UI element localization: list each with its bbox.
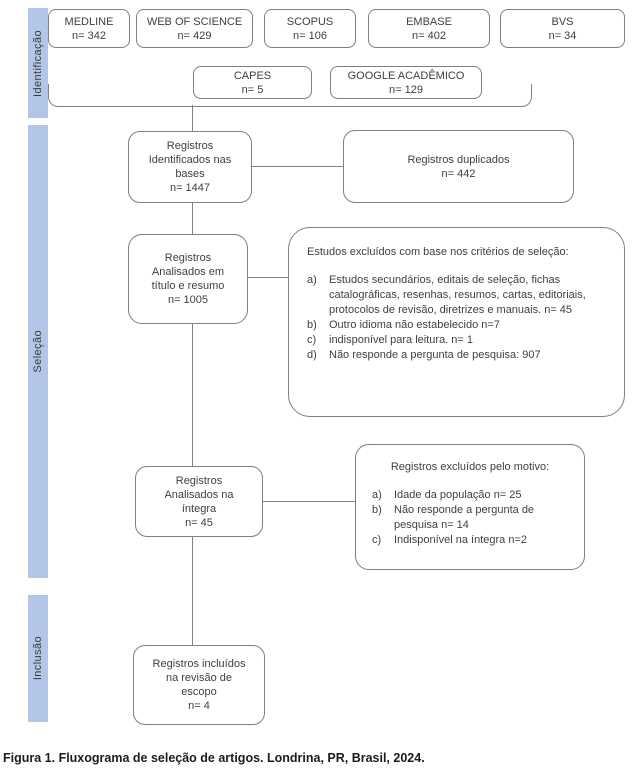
flow-box-duplicates: Registros duplicados n= 442 [343,130,574,203]
source-name: WEB OF SCIENCE [146,15,243,28]
source-box-bvs: BVS n= 34 [500,9,625,48]
stage-bar-identification: Identificação [28,8,48,118]
source-name: BVS [551,15,574,28]
source-count: n= 342 [72,29,106,42]
stage-label-identification: Identificação [32,29,44,97]
item-text: Não responde a pergunta de pesquisa n= 1… [394,504,535,531]
exclusion2-item-b: b) Não responde a pergunta de pesquisa n… [372,503,568,533]
exclusion1-header: Estudos excluídos com base nos critérios… [307,246,569,258]
item-text: Indisponível na íntegra n=2 [394,534,528,546]
source-box-capes: CAPES n= 5 [193,66,312,99]
item-marker: c) [372,534,382,546]
item-marker: d) [307,349,317,361]
source-count: n= 34 [548,29,577,42]
item-text: Idade da população n= 25 [394,489,522,501]
item-text: Não responde a pergunta de pesquisa: 907 [329,349,541,361]
connector-screened-to-exclusion1 [247,277,288,278]
exclusion-box-screening: Estudos excluídos com base nos critérios… [288,227,625,417]
source-box-google-academico: GOOGLE ACADÊMICO n= 129 [330,66,482,99]
source-count: n= 129 [389,83,423,96]
connector-identified-to-duplicates [252,166,343,167]
exclusion1-item-c: c) indisponível para leitura. n= 1 [307,333,608,348]
flow-box-identified: Registros Identificados nas bases n= 144… [128,131,252,203]
source-name: CAPES [233,69,272,82]
source-box-scopus: SCOPUS n= 106 [264,9,356,48]
item-marker: c) [307,334,317,346]
stage-label-inclusion: Inclusão [32,636,44,681]
source-box-embase: EMBASE n= 402 [368,9,490,48]
connector-bracket-to-identified [192,105,193,132]
item-text: Outro idioma não estabelecido n=7 [329,319,500,331]
item-text: indisponível para leitura. n= 1 [329,334,474,346]
source-name: EMBASE [406,15,452,28]
exclusion1-item-a: a) Estudos secundários, editais de seleç… [307,273,608,318]
flow-box-screened: Registros Analisados em título e resumo … [128,234,248,324]
exclusion-box-fulltext: Registros excluídos pelo motivo: a) Idad… [355,444,585,570]
connector-fulltext-to-included [192,536,193,646]
source-name: SCOPUS [286,15,334,28]
exclusion2-item-a: a) Idade da população n= 25 [372,488,568,503]
item-marker: a) [372,489,382,501]
exclusion1-item-d: d) Não responde a pergunta de pesquisa: … [307,348,608,363]
source-box-web-of-science: WEB OF SCIENCE n= 429 [136,9,253,48]
stage-bar-screening: Seleção [28,125,48,578]
source-count: n= 402 [412,29,446,42]
connector-screened-to-fulltext [192,323,193,467]
stage-label-screening: Seleção [32,330,44,373]
flow-box-fulltext: Registros Analisados na íntegra n= 45 [135,466,263,537]
figure-caption: Figura 1. Fluxograma de seleção de artig… [3,751,425,765]
connector-fulltext-to-exclusion2 [262,501,355,502]
source-name: MEDLINE [64,15,114,28]
source-count: n= 5 [241,83,264,96]
source-count: n= 429 [177,29,212,42]
flow-box-included: Registros incluídos na revisão de escopo… [133,645,265,725]
item-marker: b) [307,319,317,331]
exclusion2-header: Registros excluídos pelo motivo: [390,461,550,473]
source-box-medline: MEDLINE n= 342 [48,9,130,48]
exclusion2-item-c: c) Indisponível na íntegra n=2 [372,533,568,548]
stage-bar-inclusion: Inclusão [28,595,48,722]
item-marker: a) [307,274,317,286]
connector-identified-to-screened [192,202,193,235]
item-text: Estudos secundários, editais de seleção,… [329,274,586,316]
source-count: n= 106 [293,29,327,42]
item-marker: b) [372,504,382,516]
exclusion1-item-b: b) Outro idioma não estabelecido n=7 [307,318,608,333]
source-name: GOOGLE ACADÊMICO [347,69,465,82]
sources-bracket-connector [48,84,532,107]
